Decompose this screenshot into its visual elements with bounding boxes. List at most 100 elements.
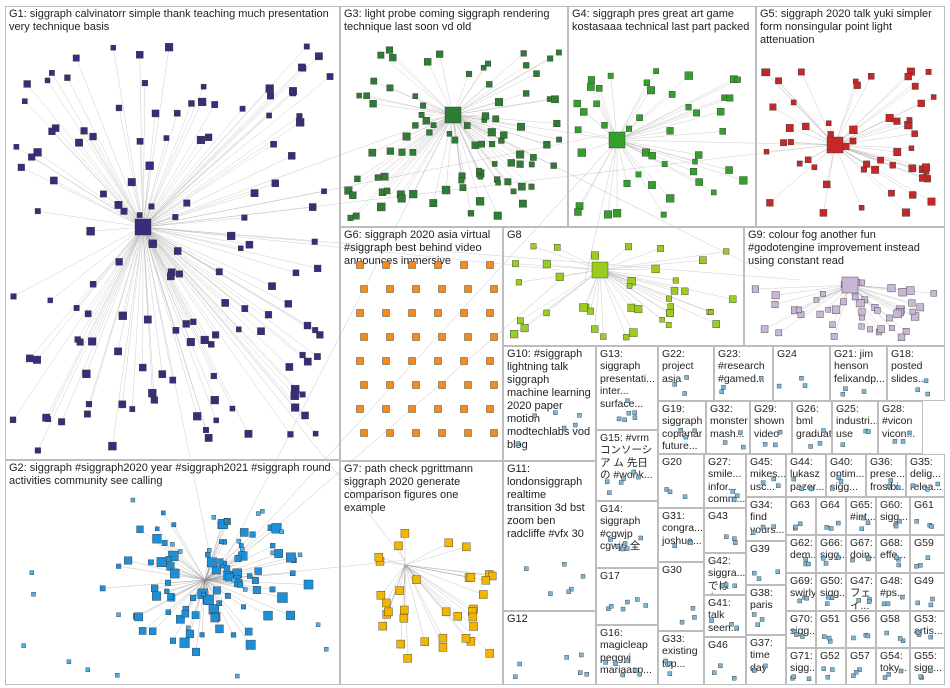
node-g2 — [286, 552, 296, 563]
edge-g8 — [599, 269, 671, 314]
node-g3 — [481, 112, 490, 120]
node-g2 — [225, 573, 234, 582]
node-g5 — [908, 145, 915, 151]
node-g1 — [298, 63, 306, 72]
node-g39 — [775, 569, 781, 574]
node-g30 — [679, 619, 685, 625]
node-g2 — [269, 586, 276, 593]
node-g6 — [382, 405, 390, 413]
edge-g7 — [404, 564, 458, 617]
node-g5 — [889, 162, 896, 169]
node-g9 — [771, 300, 779, 308]
node-g13 — [625, 398, 630, 403]
edge-g1 — [47, 80, 144, 228]
node-g2 — [244, 627, 253, 636]
node-g3 — [495, 180, 501, 186]
edge-g3 — [452, 114, 560, 140]
node-g3 — [533, 70, 540, 77]
node-g17 — [620, 606, 626, 612]
node-g8 — [520, 324, 529, 333]
edge-g5 — [766, 144, 836, 152]
node-g40 — [838, 479, 844, 484]
node-g4 — [636, 114, 643, 121]
edge-g1 — [142, 226, 198, 417]
node-g1 — [301, 411, 309, 420]
node-g1 — [9, 416, 17, 423]
node-g2 — [21, 643, 26, 648]
node-g14 — [624, 546, 630, 551]
group-box-g56: G56 — [846, 611, 876, 648]
node-g9 — [906, 286, 915, 295]
node-g41 — [734, 625, 739, 631]
node-g1 — [205, 133, 213, 141]
group-label-g57: G57 — [850, 650, 870, 662]
group-label-g58: G58 — [880, 613, 900, 625]
node-g3 — [386, 147, 394, 155]
node-g48 — [881, 601, 887, 607]
node-g1 — [165, 43, 174, 52]
node-g1 — [84, 310, 92, 318]
group-label-g3: G3: light probe coming siggraph renderin… — [344, 8, 550, 33]
node-g7 — [378, 621, 388, 631]
node-g41 — [709, 618, 714, 623]
edge-g3 — [452, 114, 480, 171]
node-g3 — [478, 140, 485, 148]
node-g70 — [800, 634, 805, 639]
node-g5 — [819, 209, 828, 217]
edge-g5 — [834, 144, 927, 168]
node-g32 — [722, 440, 728, 445]
edge-g1 — [142, 226, 316, 434]
node-g6 — [360, 381, 368, 389]
node-g1 — [270, 140, 277, 148]
group-label-g56: G56 — [850, 613, 870, 625]
node-g11 — [569, 586, 574, 592]
node-g1 — [267, 92, 275, 100]
node-g9 — [902, 328, 910, 335]
node-g2 — [234, 555, 242, 562]
edge-g1 — [142, 226, 296, 390]
node-g6 — [412, 285, 420, 293]
node-g3 — [397, 194, 406, 203]
edge-g1 — [79, 226, 144, 343]
node-g6 — [464, 285, 472, 293]
cross-edge — [214, 139, 618, 581]
hub-node-g9 — [841, 276, 859, 294]
node-g2 — [240, 546, 245, 552]
edge-g1 — [26, 83, 144, 228]
node-g14 — [620, 546, 625, 552]
group-box-g3: G3: light probe coming siggraph renderin… — [340, 6, 568, 227]
edge-g2 — [157, 528, 206, 581]
group-label-g16: G16: magicleap peggyj mariaasp... — [600, 627, 652, 677]
group-label-g37: G37: time day — [750, 637, 773, 674]
group-label-g31: G31: congra... joshua... — [662, 510, 703, 547]
edge-g1 — [142, 226, 289, 305]
node-g2 — [230, 632, 237, 638]
group-label-g64: G64 — [820, 499, 840, 511]
group-box-g33: G33: existing top... — [658, 631, 704, 685]
edge-g8 — [533, 246, 601, 271]
node-g13 — [632, 410, 637, 415]
edge-g8 — [599, 269, 634, 333]
node-g1 — [84, 410, 91, 418]
node-g28 — [900, 439, 906, 444]
node-g3 — [426, 129, 433, 136]
node-g1 — [285, 363, 294, 371]
node-g3 — [476, 167, 483, 174]
edge-g1 — [142, 155, 292, 228]
group-label-g10: G10: #siggraph lightning talk siggraph m… — [507, 348, 591, 451]
edge-g2 — [174, 573, 206, 581]
node-g14 — [622, 541, 628, 546]
edge-g1 — [88, 226, 144, 405]
node-g47 — [856, 598, 861, 603]
edge-g1 — [142, 67, 303, 228]
node-g56 — [851, 635, 856, 641]
edge-g5 — [769, 144, 836, 204]
group-label-g20: G20 — [662, 456, 682, 468]
node-g61 — [929, 524, 934, 529]
node-g2 — [207, 557, 217, 568]
node-g7 — [376, 591, 386, 600]
group-label-g2: G2: siggraph #siggraph2020 year #siggrap… — [9, 462, 331, 487]
node-g3 — [528, 183, 535, 190]
group-label-g62: G62: dem... — [790, 537, 816, 562]
edge-g1 — [55, 127, 144, 228]
